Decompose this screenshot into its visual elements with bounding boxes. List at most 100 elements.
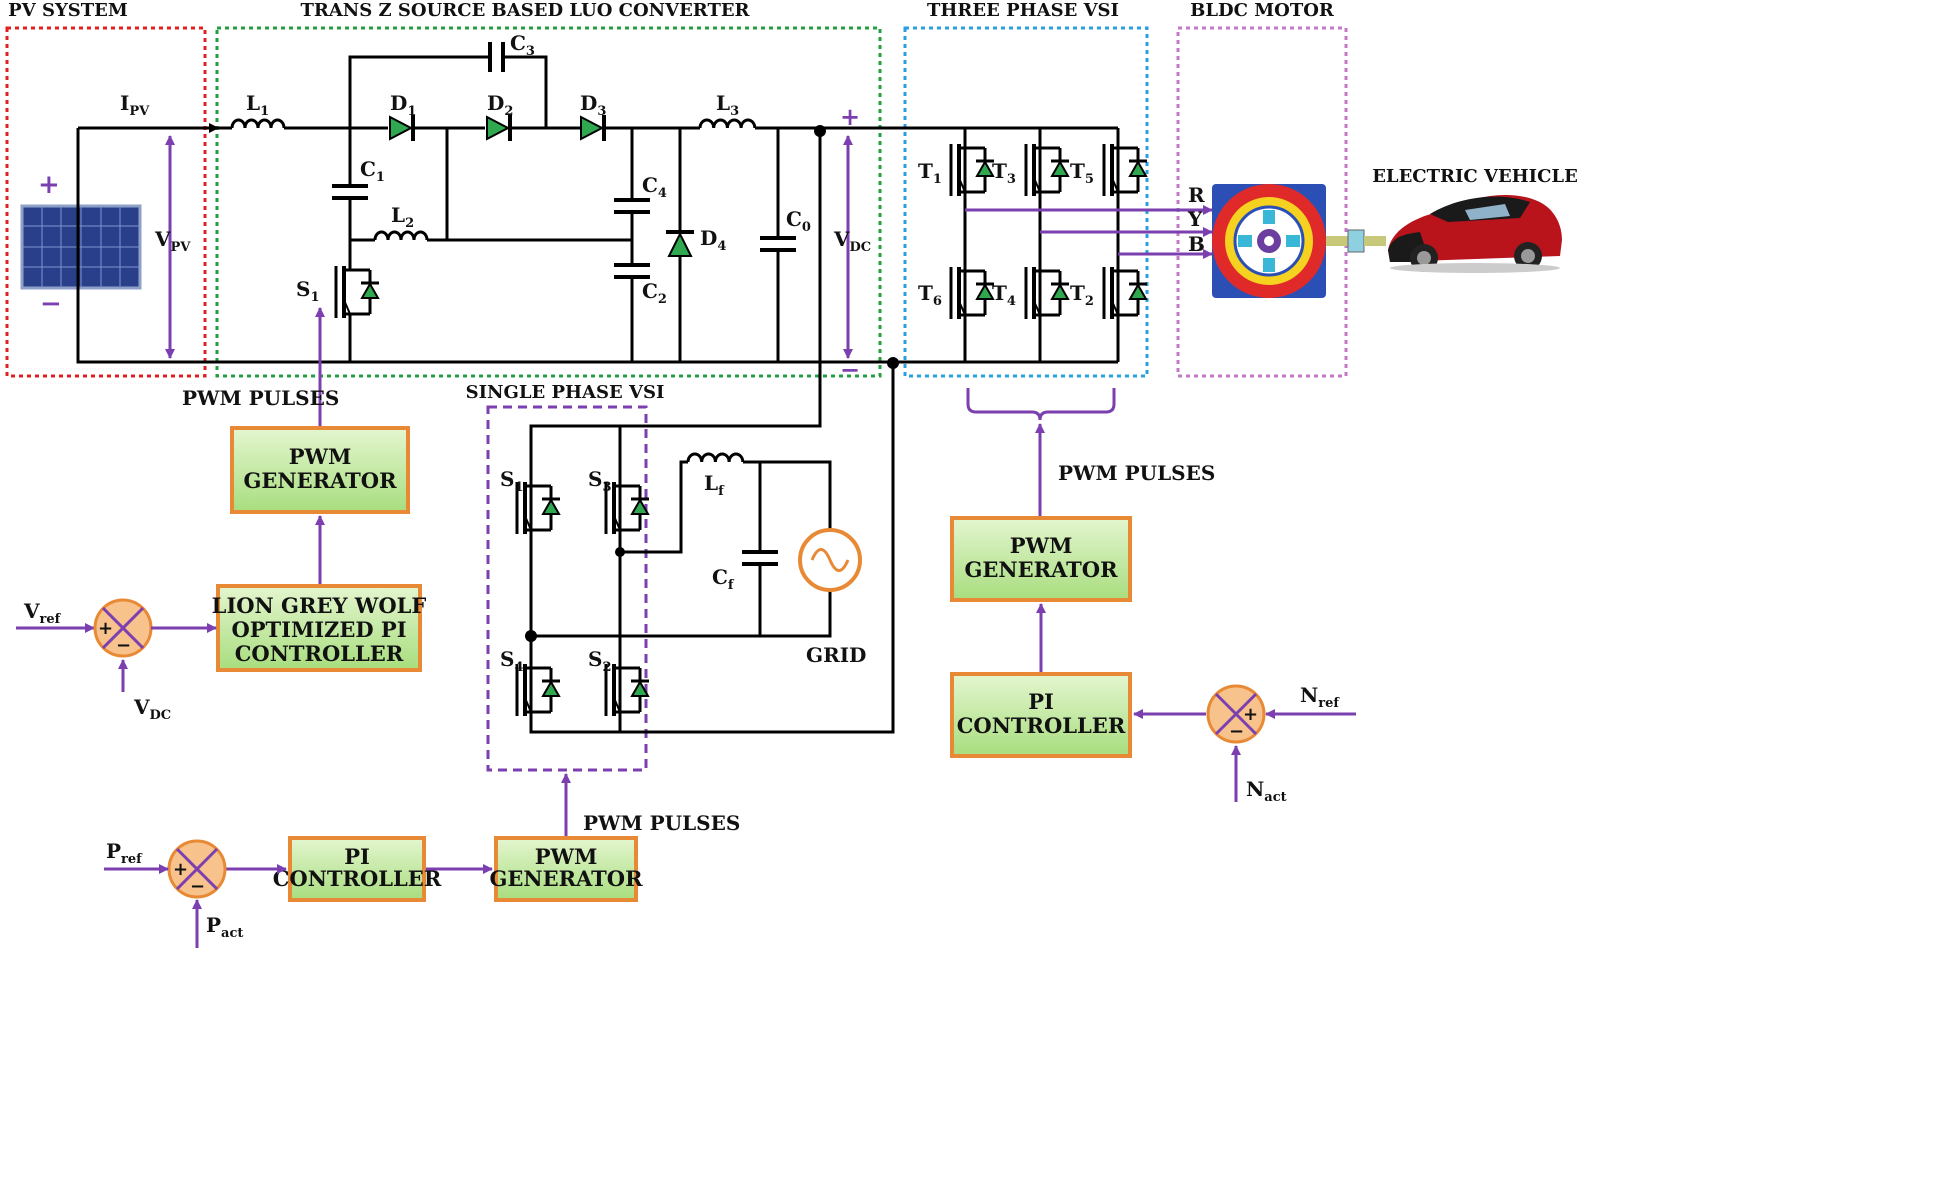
- switch-s2-vsi: [604, 648, 651, 732]
- pv-minus: −: [40, 289, 62, 319]
- svg-text:D3: D3: [580, 91, 606, 119]
- sum2-plus: +: [173, 859, 188, 880]
- svg-text:L1: L1: [246, 91, 269, 119]
- svg-text:Nref: Nref: [1300, 683, 1340, 711]
- svg-text:S1: S1: [296, 277, 320, 305]
- label-pwm-pulses-left: PWM PULSES: [182, 386, 339, 410]
- three-phase-vsi-box: [903, 26, 1149, 378]
- svg-text:VPV: VPV: [154, 227, 191, 255]
- svg-text:L2: L2: [391, 203, 414, 231]
- svg-text:Cf: Cf: [712, 565, 735, 593]
- label-converter: TRANS Z SOURCE BASED LUO CONVERTER: [300, 0, 750, 21]
- svg-text:T5: T5: [1070, 159, 1094, 187]
- switch-t3: [1024, 128, 1071, 212]
- svg-text:VDC: VDC: [833, 227, 871, 255]
- pi-power-line1: PI: [344, 844, 370, 869]
- diode-d4: [666, 230, 694, 257]
- capacitor-c1: [332, 184, 368, 200]
- svg-text:S4: S4: [500, 647, 524, 675]
- sum1-plus: +: [98, 618, 113, 639]
- summing-junction-voltage: [93, 598, 153, 658]
- inductor-l2: [373, 230, 429, 241]
- label-pwm-pulses-bottom: PWM PULSES: [583, 811, 740, 835]
- pwm-gen-1ph-line1: PWM: [535, 844, 598, 869]
- pv-system-box: [5, 26, 207, 378]
- capacitor-cf: [742, 550, 778, 566]
- label-three-phase-vsi: THREE PHASE VSI: [927, 0, 1119, 21]
- svg-text:Vref: Vref: [23, 599, 62, 627]
- capacitor-c3: [488, 42, 505, 72]
- svg-text:S3: S3: [588, 467, 612, 495]
- svg-text:Pref: Pref: [106, 839, 143, 867]
- pi-controller-speed[interactable]: [950, 672, 1132, 758]
- pwm-gen-pv-line2: GENERATOR: [243, 468, 397, 493]
- label-grid: GRID: [806, 643, 866, 667]
- single-phase-vsi-box: [486, 405, 648, 772]
- pi-speed-line1: PI: [1028, 689, 1054, 714]
- capacitor-c0: [760, 236, 796, 252]
- lion-gwo-pi-controller[interactable]: [216, 584, 422, 672]
- svg-text:D2: D2: [487, 91, 513, 119]
- pwm-generator-single-phase[interactable]: [494, 836, 638, 902]
- inductor-l1: [230, 118, 286, 129]
- pwm-generator-three-phase[interactable]: [950, 516, 1132, 602]
- pwm-gen-3ph-line1: PWM: [1010, 533, 1073, 558]
- svg-text:C1: C1: [360, 157, 385, 185]
- svg-text:VDC: VDC: [133, 695, 171, 723]
- capacitor-c2: [614, 263, 650, 279]
- pi-controller-power[interactable]: [288, 836, 426, 902]
- switch-t5: [1102, 128, 1149, 212]
- lion-gwo-line3: CONTROLLER: [235, 641, 404, 666]
- svg-text:IPV: IPV: [120, 91, 150, 119]
- label-bldc-motor: BLDC MOTOR: [1190, 0, 1335, 21]
- lion-gwo-line2: OPTIMIZED PI: [231, 617, 406, 642]
- sum1-minus: −: [116, 635, 131, 656]
- pi-speed-line2: CONTROLLER: [957, 713, 1126, 738]
- svg-text:C0: C0: [786, 207, 811, 235]
- switch-t2: [1102, 251, 1149, 335]
- pwm-gen-3ph-line2: GENERATOR: [964, 557, 1118, 582]
- switch-s1: [334, 250, 381, 334]
- pv-panel-icon: [20, 204, 142, 290]
- svg-text:T6: T6: [918, 281, 942, 309]
- phase-r: R: [1188, 183, 1205, 207]
- svg-text:T4: T4: [992, 281, 1016, 309]
- diode-d3: [580, 115, 606, 141]
- svg-text:C3: C3: [510, 31, 535, 59]
- svg-text:L3: L3: [716, 91, 739, 119]
- svg-text:T3: T3: [992, 159, 1016, 187]
- capacitor-c4: [614, 198, 650, 214]
- sum3-minus: −: [1229, 721, 1244, 742]
- svg-text:C2: C2: [642, 279, 667, 307]
- svg-text:T1: T1: [918, 159, 942, 187]
- inductor-l3: [698, 118, 757, 129]
- svg-text:Nact: Nact: [1246, 777, 1287, 805]
- label-single-phase-vsi: SINGLE PHASE VSI: [466, 382, 665, 403]
- svg-text:C4: C4: [642, 173, 667, 201]
- electric-vehicle-icon: [1388, 195, 1562, 273]
- svg-text:S2: S2: [588, 647, 612, 675]
- pv-plus: +: [38, 170, 60, 200]
- diode-d2: [486, 115, 512, 141]
- lion-gwo-line1: LION GREY WOLF: [212, 593, 427, 618]
- bldc-motor-icon: [1212, 184, 1386, 298]
- label-pwm-pulses-right: PWM PULSES: [1058, 461, 1215, 485]
- vdc-minus: −: [840, 355, 860, 384]
- inductor-lf: [686, 452, 745, 463]
- grid-source-icon: [798, 528, 862, 592]
- label-electric-vehicle: ELECTRIC VEHICLE: [1372, 166, 1578, 187]
- pwm-gen-pv-line1: PWM: [289, 444, 352, 469]
- svg-text:S1: S1: [500, 467, 524, 495]
- svg-text:Lf: Lf: [704, 471, 725, 499]
- svg-text:D4: D4: [700, 226, 726, 254]
- vdc-plus: +: [840, 102, 860, 131]
- summing-junction-speed: [1206, 684, 1266, 744]
- pwm-generator-pv[interactable]: [230, 426, 410, 514]
